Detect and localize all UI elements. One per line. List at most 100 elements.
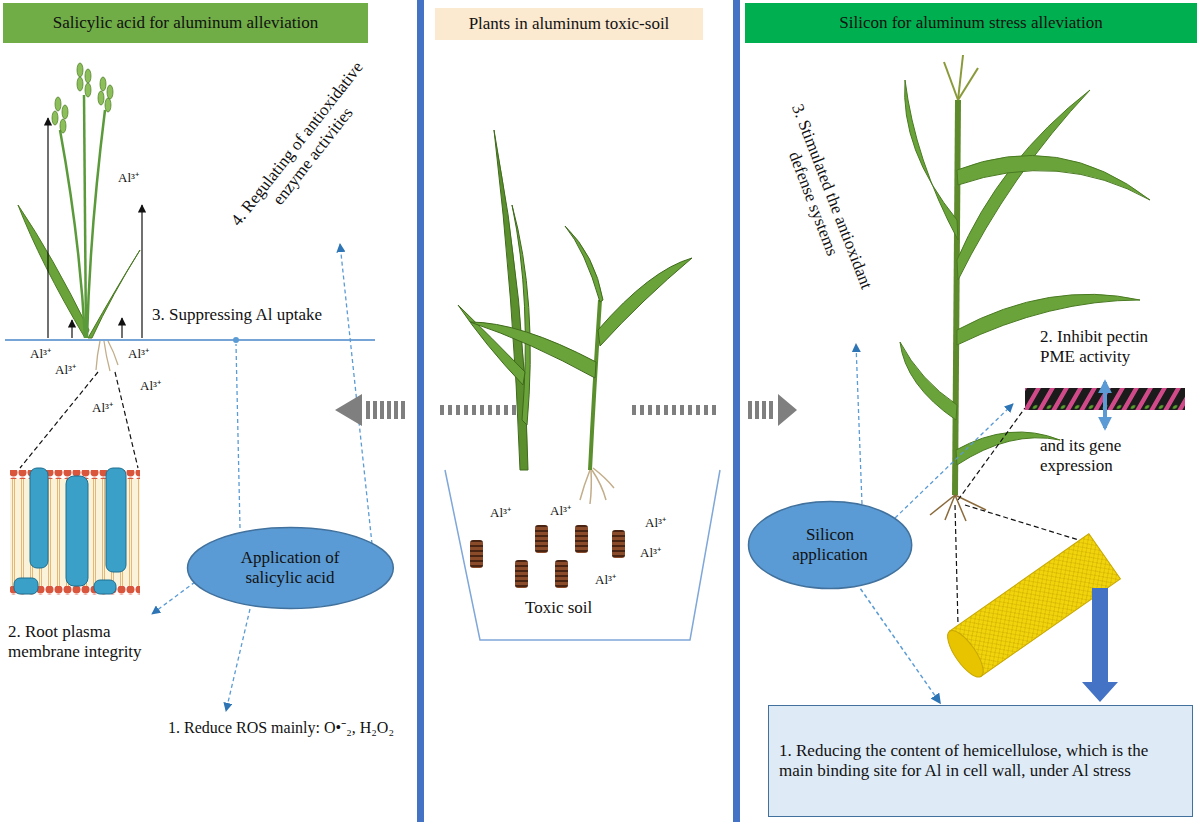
- ellipse-shape: [187, 528, 393, 609]
- arrow-dash: [762, 401, 766, 419]
- root-strand: [945, 495, 955, 520]
- soil-clod: [535, 525, 548, 553]
- plasma-membrane: [10, 468, 140, 595]
- arrow-dash: [512, 405, 516, 415]
- ion-label: Al³⁺: [550, 503, 571, 519]
- root-strand: [108, 341, 118, 365]
- zoom-line: [955, 505, 958, 625]
- arrow-dash: [456, 405, 460, 415]
- arrow-dash: [704, 405, 708, 415]
- ion-label: Al³⁺: [55, 362, 76, 378]
- zoom-line: [115, 372, 138, 468]
- seedling-leaf: [565, 226, 603, 302]
- leader-line: [226, 609, 250, 711]
- arrow-dash: [712, 405, 716, 415]
- seedling: [458, 130, 530, 470]
- panel-title: Silicon for aluminum stress alleviation: [839, 13, 1102, 33]
- root-strand: [593, 468, 614, 488]
- direction-arrow: [335, 394, 405, 426]
- uptake-arrow: [121, 318, 122, 338]
- panel-divider: [733, 0, 740, 822]
- seedling-leaf: [512, 205, 530, 425]
- grain: [85, 69, 91, 83]
- tassel-branch: [944, 62, 958, 100]
- maize-leaf: [957, 155, 1150, 200]
- arrow-dash: [504, 405, 508, 415]
- channel-protein: [30, 468, 48, 568]
- panel-divider: [417, 0, 424, 822]
- arrow-dash: [464, 405, 468, 415]
- maize-leaf: [905, 80, 958, 240]
- arrow-dash: [632, 405, 636, 415]
- grain: [77, 77, 83, 91]
- node-text: Silicon application: [775, 525, 885, 566]
- panel-header: Plants in aluminum toxic-soil: [435, 8, 703, 40]
- effect-label: and its gene expression: [1040, 436, 1150, 477]
- ion-label: Al³⁺: [645, 515, 666, 531]
- panel-title: Salicylic acid for aluminum alleviation: [53, 13, 318, 33]
- leader-lines: [856, 344, 1013, 518]
- grain: [107, 85, 113, 99]
- grain: [100, 77, 106, 91]
- arrow-dash: [440, 405, 444, 415]
- grain: [105, 98, 111, 112]
- maize-plant: [900, 55, 1150, 521]
- effect-label: 4. Regulating of antioxidative enzyme ac…: [220, 49, 391, 251]
- maize-stalk: [955, 100, 958, 495]
- soil-clod: [612, 530, 625, 558]
- arrow-dash: [769, 401, 773, 419]
- arrow-dash: [755, 401, 759, 419]
- grain: [85, 83, 91, 97]
- soil-clod: [515, 560, 528, 588]
- uptake-arrow: [71, 320, 72, 338]
- arrow-dash: [680, 405, 684, 415]
- channel-protein: [106, 468, 126, 572]
- soil-clod: [555, 560, 568, 588]
- maize-leaf: [957, 294, 1140, 345]
- arrow-dash: [496, 405, 500, 415]
- grass-panicle: [52, 63, 113, 133]
- arrow-dash: [472, 405, 476, 415]
- ion-label: Al³⁺: [30, 346, 51, 362]
- leader-line: [152, 582, 195, 614]
- soil-clods: [470, 525, 625, 588]
- treatment-ellipse: Application of salicylic acid: [186, 526, 395, 610]
- root-strand: [104, 341, 110, 371]
- node-text: Application of salicylic acid: [220, 548, 360, 589]
- arrow-dash: [380, 401, 384, 419]
- maize-roots: [930, 495, 986, 521]
- effect-label: 2. Inhibit pectin PME activity: [1040, 327, 1175, 368]
- soil-pot: [445, 470, 720, 640]
- leader-line: [856, 344, 862, 504]
- arrow-dash: [480, 405, 484, 415]
- effect-label: 3. Suppressing Al uptake: [152, 305, 322, 325]
- grain: [52, 111, 58, 125]
- tube-end: [941, 625, 989, 682]
- effect-label: 3. Stimulated the antioxidant defense sy…: [758, 76, 886, 324]
- arrow-dash: [366, 401, 370, 419]
- arrow-head: [778, 394, 797, 426]
- treatment-ellipse: Silicon application: [747, 500, 913, 590]
- ellipse-outline: [186, 526, 395, 610]
- direction-arrow: [440, 405, 516, 415]
- grass-plant: [18, 63, 140, 371]
- maize-leaf: [900, 342, 957, 420]
- effect-label: 2. Root plasma membrane integrity: [8, 622, 158, 663]
- panel-header: Salicylic acid for aluminum alleviation: [3, 3, 368, 43]
- grain: [98, 91, 104, 105]
- al-uptake-arrows: [48, 118, 142, 338]
- seedling-leaf: [598, 258, 692, 346]
- ion-label: Al³⁺: [640, 545, 661, 561]
- arrow-dash: [696, 405, 700, 415]
- arrow-dash: [640, 405, 644, 415]
- uptake-arrow: [141, 205, 142, 338]
- ion-label: Al³⁺: [490, 505, 511, 521]
- ion-label: Al³⁺: [118, 170, 139, 186]
- channel-protein: [94, 580, 116, 594]
- soil-clod: [470, 540, 483, 568]
- arrow-dash: [748, 401, 752, 419]
- arrow-dash: [672, 405, 676, 415]
